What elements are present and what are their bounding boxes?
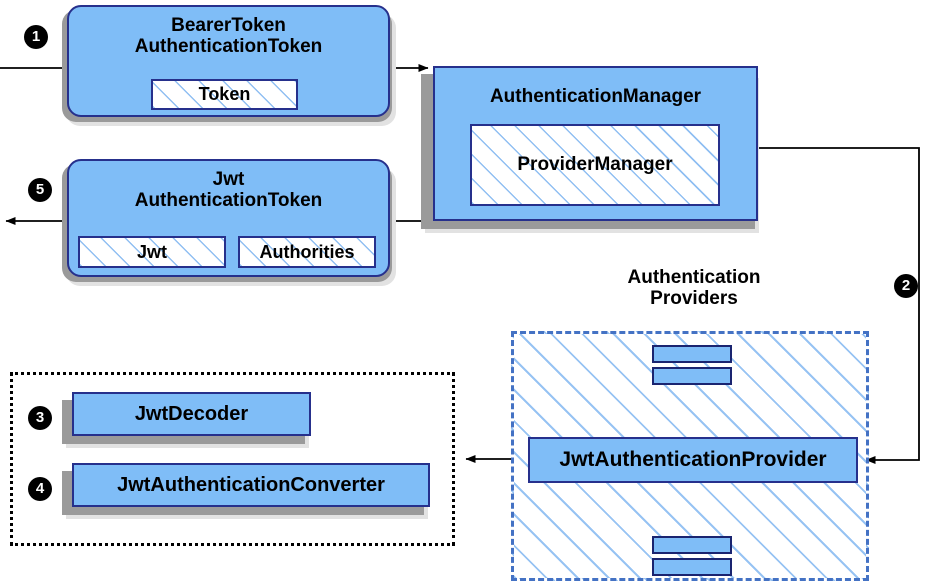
node-jwt-authentication-provider[interactable]: JwtAuthenticationProvider — [528, 437, 858, 483]
node-bearer-token-authentication-token[interactable]: BearerToken AuthenticationToken — [67, 5, 390, 117]
provider-stub-bottom-2 — [652, 558, 732, 576]
node-jwt-decoder-title: JwtDecoder — [134, 402, 249, 425]
slot-token: Token — [151, 79, 298, 110]
node-jwt-decoder[interactable]: JwtDecoder — [72, 392, 311, 436]
slot-jwt: Jwt — [78, 236, 226, 268]
provider-stub-top-1 — [652, 345, 732, 363]
region-jwt-support-components — [10, 372, 455, 546]
node-jwt-authentication-converter-title: JwtAuthenticationConverter — [117, 473, 385, 496]
step-badge-1: 1 — [24, 25, 48, 49]
provider-stub-bottom-1 — [652, 536, 732, 554]
step-badge-3: 3 — [28, 406, 52, 430]
node-bearer-token-title: BearerToken AuthenticationToken — [134, 15, 323, 58]
connector-manager-to-provider — [758, 147, 920, 464]
authentication-providers-caption: Authentication Providers — [627, 267, 761, 310]
step-badge-4: 4 — [28, 477, 52, 501]
slot-provider-manager: ProviderManager — [470, 124, 720, 206]
step-badge-2: 2 — [894, 274, 918, 298]
node-authentication-manager-title: AuthenticationManager — [489, 86, 702, 107]
node-jwt-token-title: Jwt AuthenticationToken — [134, 169, 323, 212]
node-jwt-authentication-converter[interactable]: JwtAuthenticationConverter — [72, 463, 430, 507]
node-jwt-authentication-provider-title: JwtAuthenticationProvider — [559, 448, 827, 472]
provider-stub-top-2 — [652, 367, 732, 385]
slot-authorities: Authorities — [238, 236, 376, 268]
step-badge-5: 5 — [28, 178, 52, 202]
